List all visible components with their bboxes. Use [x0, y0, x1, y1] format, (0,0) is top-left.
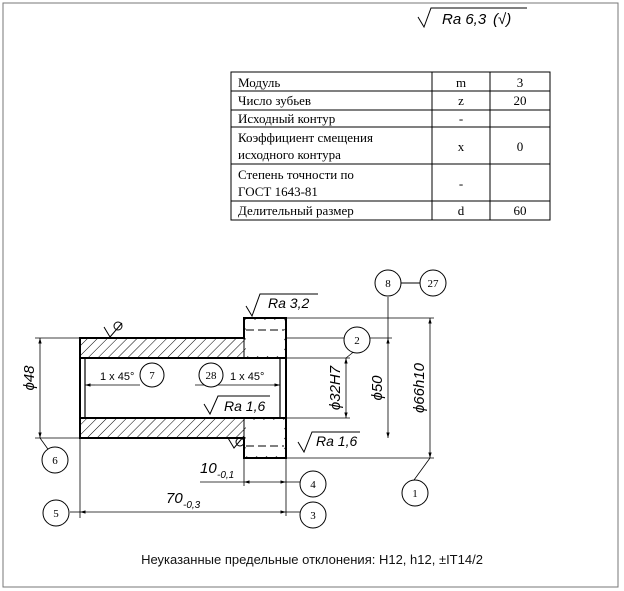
callout-number: 7: [149, 370, 155, 382]
callout-circle: [41, 446, 69, 474]
callout-circle: [42, 499, 70, 527]
table-row-name-line: ГОСТ 1643-81: [238, 184, 318, 199]
dimension-texts: ϕ48 ϕ32H7 ϕ50 ϕ66h10 10 -0,1 70 -0,3 1 x…: [21, 362, 428, 511]
table-row-value: 3: [517, 75, 524, 90]
callout-circles: 1 2 3 4 5 6 7 8 27 28: [41, 269, 447, 529]
gear-parameters-table: Модуль m 3 Число зубьев z 20 Исходный ко…: [230, 71, 551, 221]
callout-number: 8: [385, 278, 391, 290]
table-row-value: 20: [514, 93, 527, 108]
callout-circle: [139, 362, 165, 388]
roughness-face-label: Ra 1,6: [316, 433, 357, 449]
table-row-symbol: -: [459, 111, 463, 126]
callout-number: 1: [412, 488, 418, 500]
table-row-value: 0: [517, 139, 524, 154]
table-row-name: Делительный размер: [238, 203, 354, 218]
dim-diameter-48: ϕ48: [21, 365, 38, 391]
callout-circle: [343, 326, 371, 354]
callout-circle: [401, 479, 429, 507]
dim-length-70: 70: [166, 490, 183, 507]
table-row-name: Исходный контур: [238, 111, 335, 126]
table-row-symbol: x: [458, 139, 465, 154]
general-roughness-suffix: (√): [493, 11, 511, 28]
datum-symbols: [103, 321, 245, 449]
dim-length-70-tolerance: -0,3: [183, 500, 201, 511]
table-row-symbol: z: [458, 93, 464, 108]
table-row-symbol: d: [458, 203, 465, 218]
table-row-name-line: Степень точности по: [238, 167, 354, 182]
callout-number: 5: [53, 508, 59, 520]
roughness-bore-label: Ra 1,6: [224, 398, 265, 414]
table-row-value: 60: [514, 203, 527, 218]
table-row-symbol: m: [456, 75, 466, 90]
dim-length-10: 10: [200, 460, 217, 477]
table-row-name: Число зубьев: [238, 93, 311, 108]
roughness-top-label: Ra 3,2: [268, 295, 309, 311]
dim-diameter-32h7: ϕ32H7: [327, 365, 344, 410]
bushing-section: [79, 317, 287, 459]
dim-diameter-50: ϕ50: [369, 375, 386, 401]
dimension-lines: [35, 297, 434, 518]
chamfer-right-label: 1 x 45°: [230, 371, 264, 383]
general-roughness-mark: Ra 6,3 (√): [417, 7, 527, 29]
table-row-name-line: Коэффициент смещения: [238, 130, 373, 145]
callout-number: 28: [206, 370, 218, 382]
callout-number: 4: [310, 479, 316, 491]
roughness-marks: [203, 293, 360, 454]
chamfer-left-label: 1 x 45°: [100, 371, 134, 383]
table-row-name: Модуль: [238, 75, 280, 90]
callout-circle: [299, 470, 327, 498]
callout-number: 27: [428, 278, 440, 290]
callout-circle: [198, 362, 224, 388]
table-row-name-line: исходного контура: [238, 147, 341, 162]
callout-circle: [299, 501, 327, 529]
callout-circle: [419, 269, 447, 297]
callout-number: 3: [310, 510, 316, 522]
dim-diameter-66h10: ϕ66h10: [411, 362, 428, 413]
callout-number: 2: [354, 335, 360, 347]
general-tolerance-note: Неуказанные предельные отклонения: H12, …: [141, 552, 483, 567]
callout-number: 6: [52, 455, 58, 467]
table-row-symbol: -: [459, 176, 463, 191]
general-roughness-value: Ra 6,3: [442, 11, 487, 28]
dim-length-10-tolerance: -0,1: [217, 470, 234, 481]
